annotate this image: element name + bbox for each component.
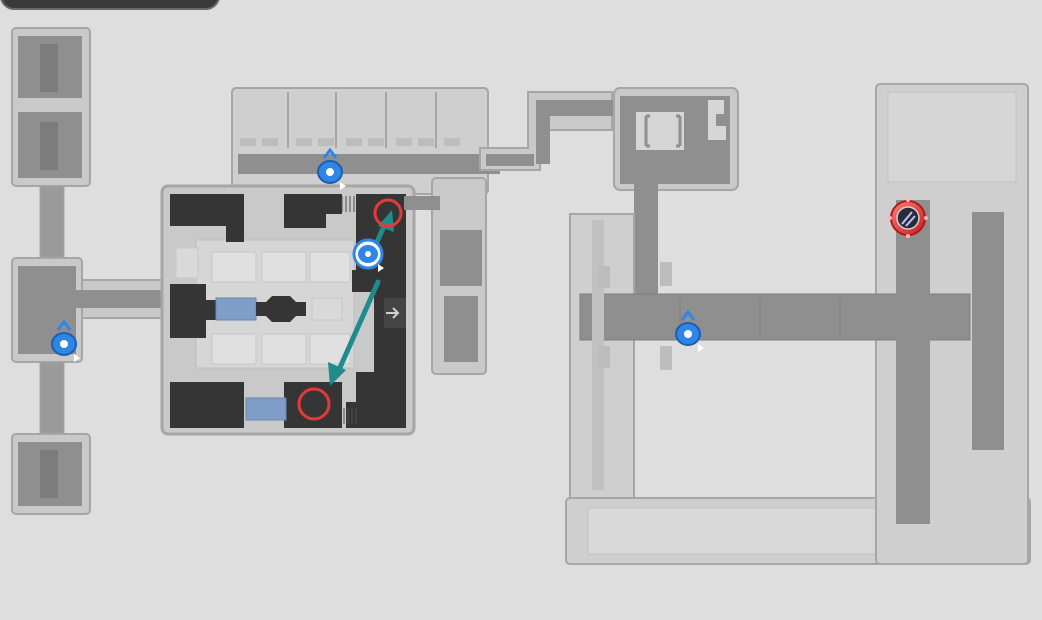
objective-circle-icon[interactable] — [373, 198, 403, 228]
top-left-panel[interactable] — [0, 0, 220, 10]
arrow-right-icon[interactable] — [386, 307, 400, 319]
top-right-path — [479, 87, 739, 308]
objective-circle-icon[interactable] — [297, 387, 331, 421]
top-rooms — [231, 87, 500, 195]
space-anchor-icon[interactable] — [51, 319, 80, 362]
space-anchor-icon[interactable] — [317, 147, 346, 190]
space-anchor-icon[interactable] — [352, 238, 384, 272]
space-anchor-icon[interactable] — [675, 309, 704, 352]
left-tower — [11, 27, 168, 515]
middle-connector — [404, 177, 487, 375]
central-block — [160, 184, 416, 436]
boss-enemy-icon[interactable] — [888, 198, 928, 238]
